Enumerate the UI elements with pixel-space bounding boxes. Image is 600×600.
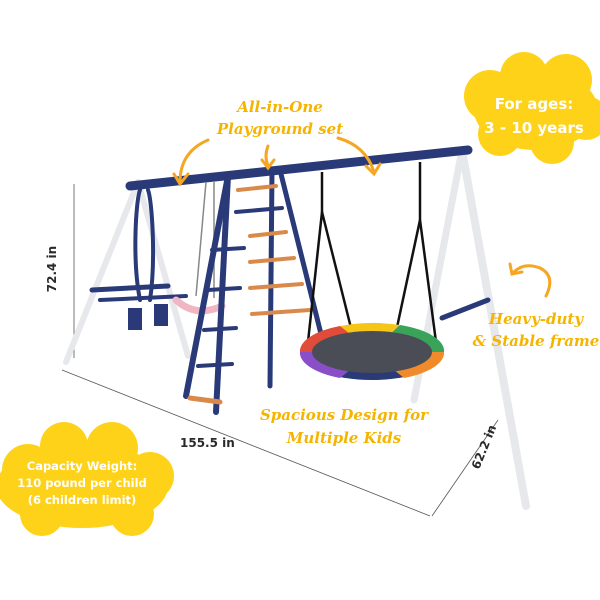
height-dimension: 72.4 in: [45, 245, 59, 293]
saucer-swing: [299, 322, 445, 380]
ages-badge-cloud: [464, 52, 600, 164]
ages-value: 3 - 10 years: [484, 119, 584, 137]
left-a-frame: [63, 179, 191, 365]
callout-line: Playground set: [216, 120, 344, 138]
capacity-limit: (6 children limit): [27, 493, 137, 507]
capacity-badge: Capacity Weight: 110 pound per child (6 …: [2, 458, 162, 509]
heavy-duty-callout: Heavy-duty & Stable frame: [470, 308, 600, 352]
capacity-label: Capacity Weight:: [26, 459, 138, 473]
ages-badge: For ages: 3 - 10 years: [472, 92, 596, 140]
callout-line: Heavy-duty: [488, 310, 584, 328]
callout-line: Spacious Design for: [259, 406, 429, 424]
saucer-ropes: [306, 162, 438, 343]
climbing-ladder: [183, 167, 333, 415]
arrow-icons: [172, 136, 552, 298]
callout-line: Multiple Kids: [286, 429, 402, 447]
capacity-badge-cloud: [0, 422, 174, 536]
ages-label: For ages:: [494, 95, 574, 113]
glider-swing: [98, 188, 188, 330]
capacity-value: 110 pound per child: [17, 476, 147, 490]
spacious-design-callout: Spacious Design for Multiple Kids: [244, 404, 444, 450]
all-in-one-callout: All-in-One Playground set: [200, 96, 360, 140]
width-dimension: 155.5 in: [180, 436, 235, 450]
callout-line: All-in-One: [237, 98, 323, 116]
top-beam: [125, 145, 473, 191]
callout-line: & Stable frame: [472, 332, 600, 350]
dimension-lines: [61, 184, 499, 517]
